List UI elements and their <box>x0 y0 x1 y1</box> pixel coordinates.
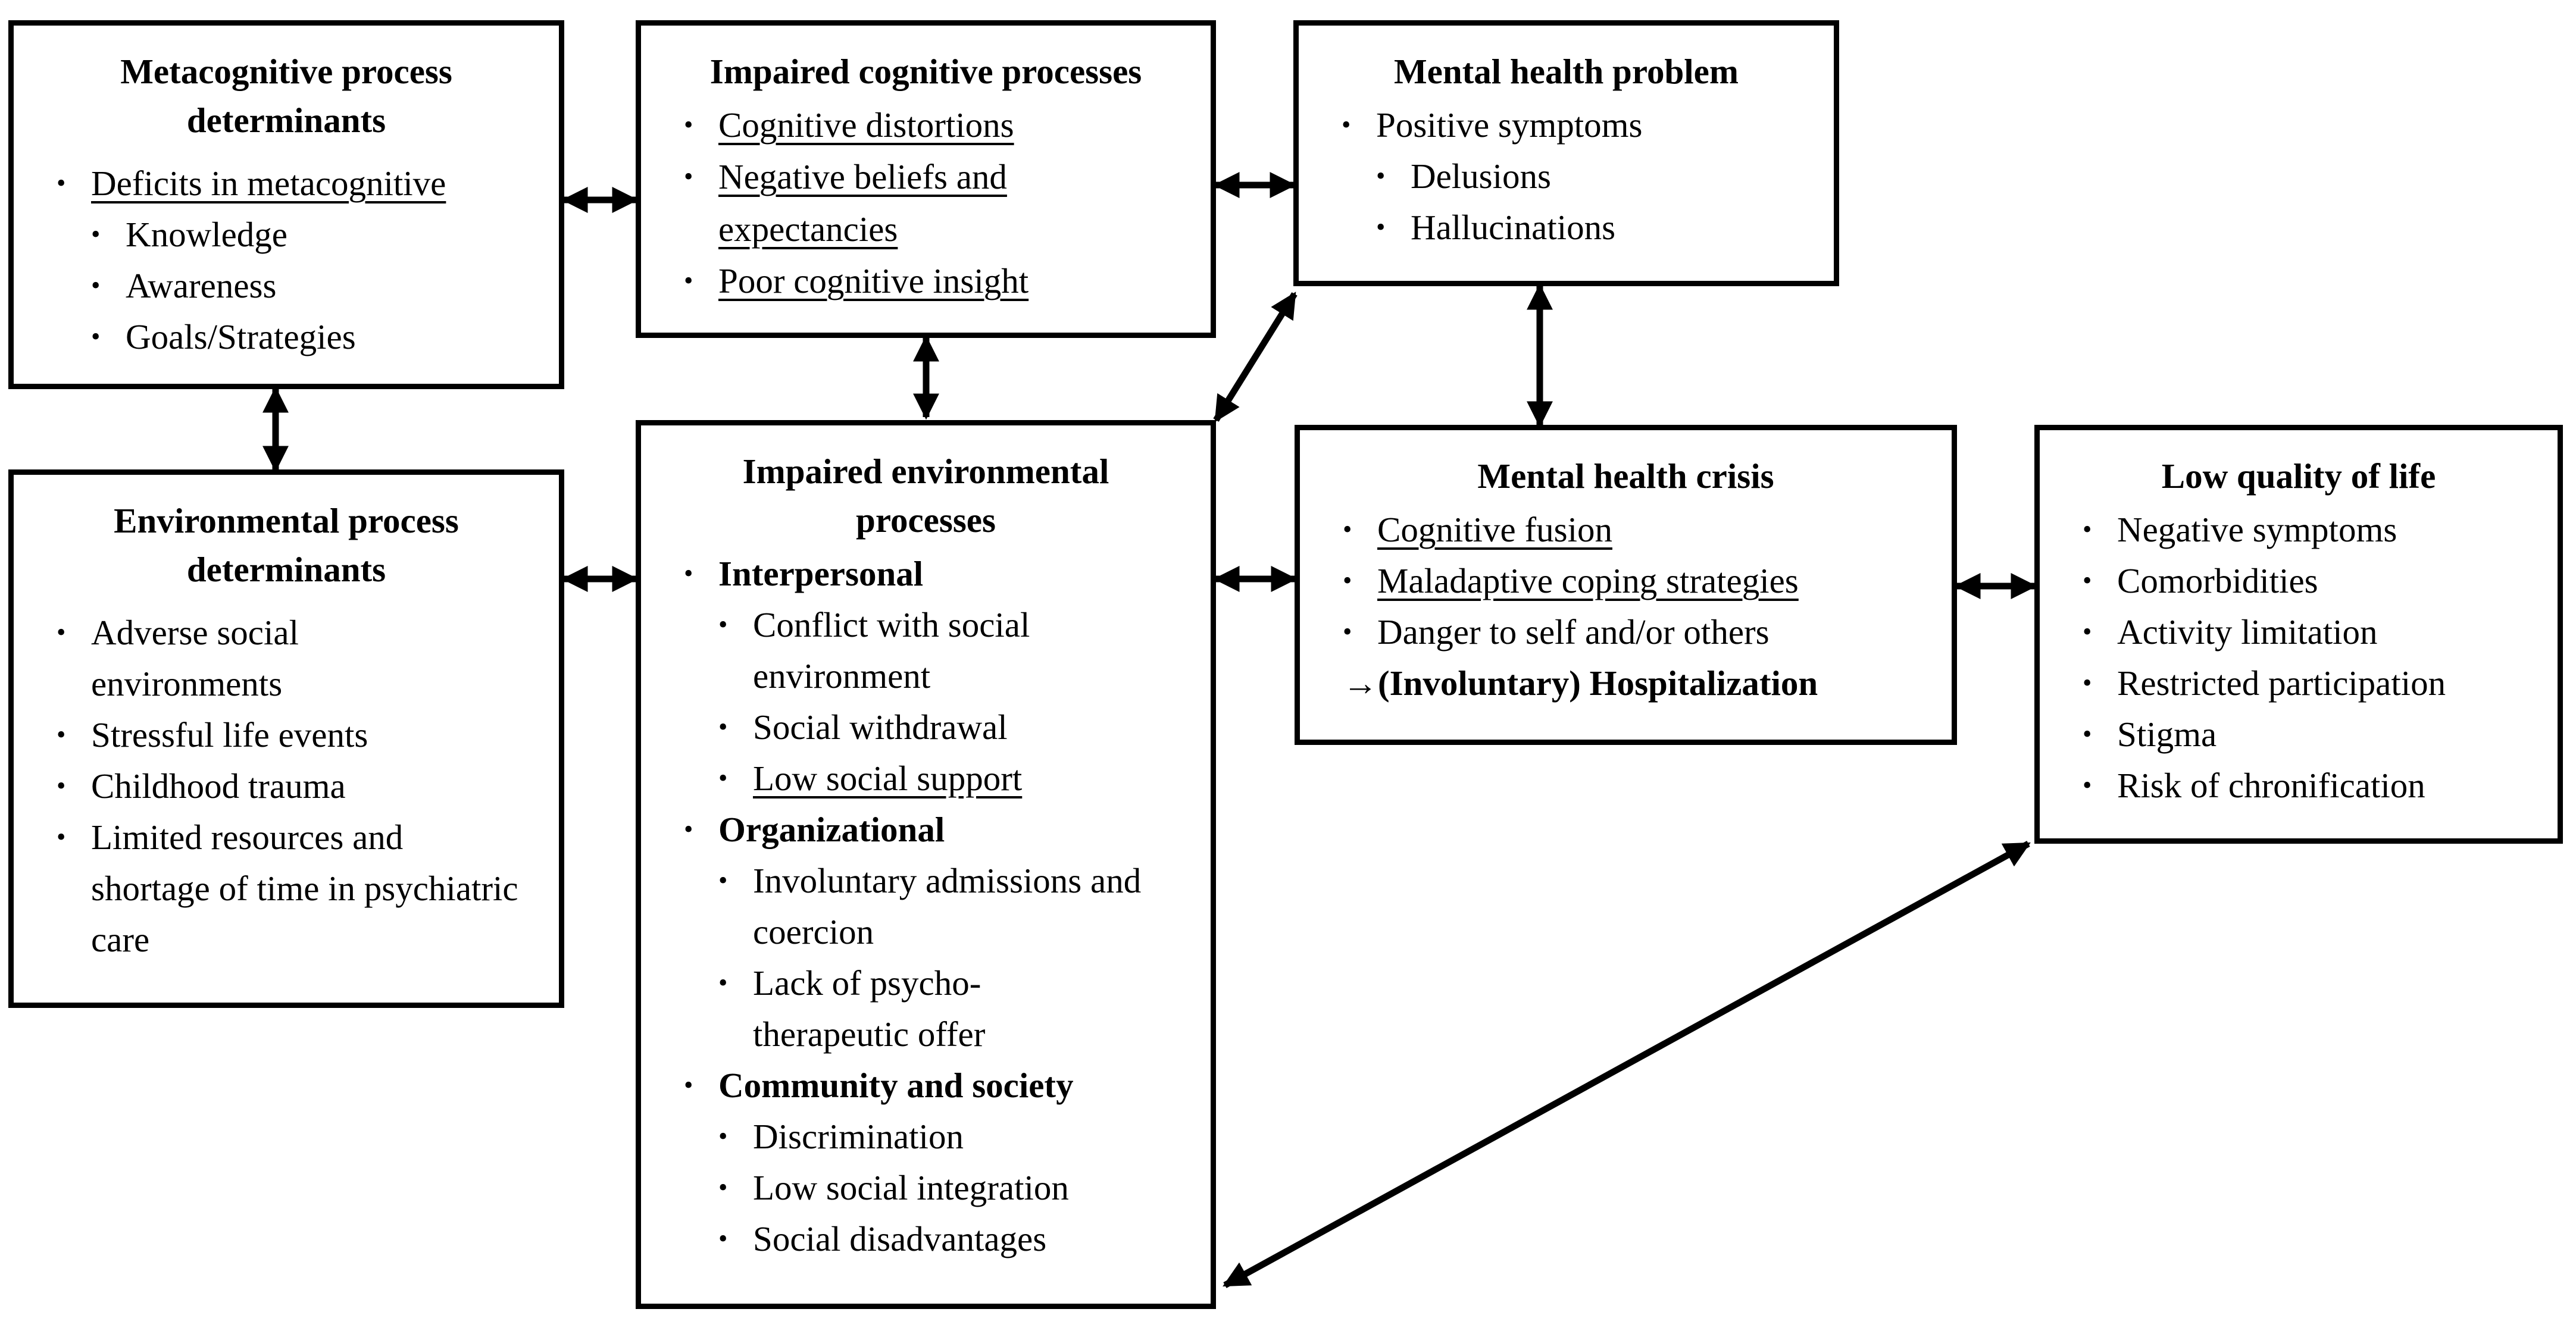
list-item: Restricted participation <box>2083 657 2546 709</box>
box-title: Metacognitive process determinants <box>120 52 452 140</box>
list-item: Maladaptive coping strategies <box>1343 555 1940 606</box>
sub-item: Low social integration <box>718 1162 1199 1213</box>
list-item: Positive symptoms <box>1342 99 1822 151</box>
sub-item: Social disadvantages <box>718 1213 1199 1264</box>
list-item: Activity limitation <box>2083 606 2546 657</box>
box-environmental-determinants: Environmental process determinants Adver… <box>8 469 564 1008</box>
sub-item: Social withdrawal <box>718 702 1199 753</box>
group-heading-interpersonal: Interpersonal <box>684 548 1199 599</box>
list-item: Cognitive fusion <box>1343 504 1940 555</box>
item-list: Deficits in metacognitive Knowledge Awar… <box>57 158 547 362</box>
sub-item: Goals/Strategies <box>91 311 547 362</box>
arrow-envproc-mhp <box>1213 292 1298 422</box>
list-item: Deficits in metacognitive <box>57 158 547 209</box>
list-item: Risk of chronification <box>2083 760 2546 811</box>
arrow-envproc-qol <box>1223 841 2031 1288</box>
sub-item: Hallucinations <box>1376 202 1822 253</box>
list-item: Danger to self and/or others <box>1343 606 1940 657</box>
group-heading-community: Community and society <box>684 1060 1199 1111</box>
sub-item: Low social support <box>718 753 1199 804</box>
list-item: Adverse social environments <box>57 607 424 709</box>
sub-item: Involuntary admissions and coercion <box>718 855 1181 957</box>
group-list: Interpersonal Conflict with social envir… <box>684 548 1199 1264</box>
item-list: Cognitive distortions Negative beliefs a… <box>684 99 1199 306</box>
list-item: Childhood trauma <box>57 760 547 812</box>
box-title: Low quality of life <box>2161 456 2436 496</box>
sub-item: Discrimination <box>718 1111 1199 1162</box>
sub-item: Knowledge <box>91 209 547 260</box>
box-low-quality-of-life: Low quality of life Negative symptoms Co… <box>2034 425 2563 844</box>
item-list: Cognitive fusion Maladaptive coping stra… <box>1343 504 1940 657</box>
group-heading-organizational: Organizational <box>684 804 1199 855</box>
box-cognitive-processes: Impaired cognitive processes Cognitive d… <box>636 20 1216 338</box>
item-list: Negative symptoms Comorbidities Activity… <box>2083 504 2546 811</box>
outcome-hospitalization: →(Involuntary) Hospitalization <box>1343 663 1818 703</box>
list-item: Stigma <box>2083 709 2546 760</box>
list-item: Negative symptoms <box>2083 504 2546 555</box>
list-item: Stressful life events <box>57 709 547 760</box>
box-metacognitive-determinants: Metacognitive process determinants Defic… <box>8 20 564 389</box>
list-item: Comorbidities <box>2083 555 2546 606</box>
sub-item: Lack of psycho-therapeutic offer <box>718 957 1086 1060</box>
list-item: Negative beliefs and expectancies <box>684 151 1199 255</box>
box-environmental-processes: Impaired environmental processes Interpe… <box>636 420 1216 1309</box>
sub-item: Awareness <box>91 260 547 311</box>
list-item: Limited resources and shortage of time i… <box>57 812 520 965</box>
box-title: Impaired environmental processes <box>742 452 1109 540</box>
list-item: Poor cognitive insight <box>684 255 1199 306</box>
list-item: Cognitive distortions <box>684 99 1199 151</box>
sub-item: Conflict with social environment <box>718 599 1122 702</box>
item-list: Positive symptoms Delusions Hallucinatio… <box>1342 99 1822 253</box>
sub-item: Delusions <box>1376 151 1822 202</box>
box-mental-health-problem: Mental health problem Positive symptoms … <box>1293 20 1839 286</box>
box-title: Mental health problem <box>1393 52 1739 91</box>
box-title: Environmental process determinants <box>114 501 459 589</box>
item-list: Adverse social environments Stressful li… <box>57 607 547 965</box>
box-mental-health-crisis: Mental health crisis Cognitive fusion Ma… <box>1295 425 1957 745</box>
box-title: Impaired cognitive processes <box>709 52 1142 91</box>
box-title: Mental health crisis <box>1477 456 1774 496</box>
